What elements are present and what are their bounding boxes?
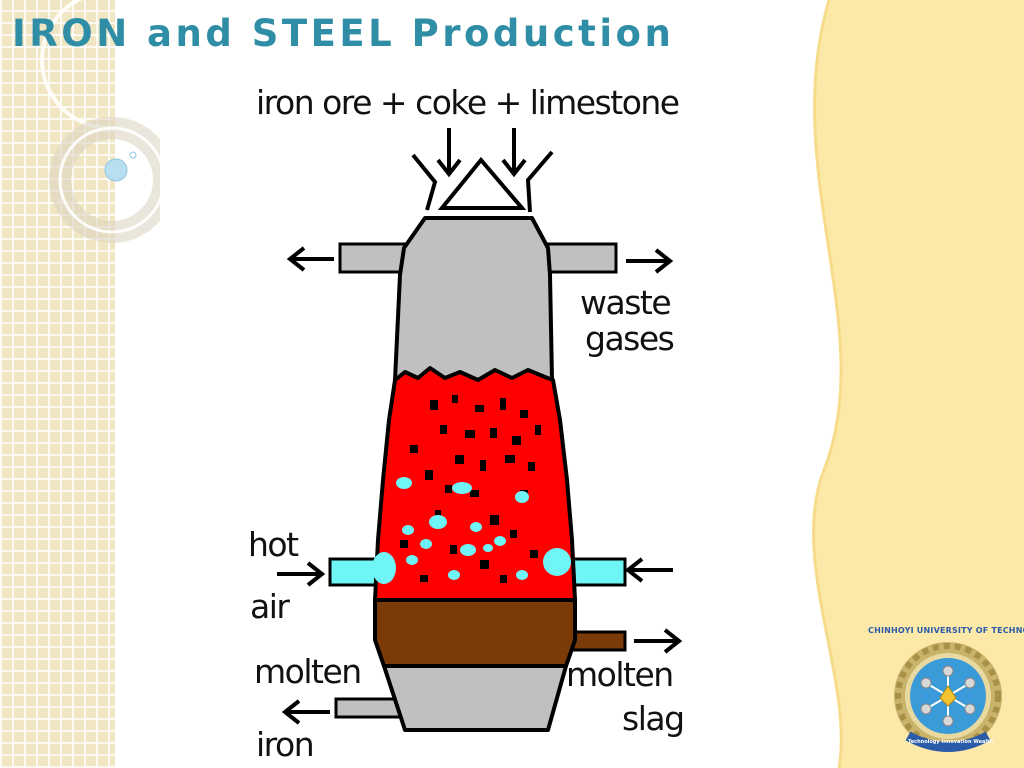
decorative-rings	[40, 0, 160, 243]
university-logo: CHINHOYI UNIVERSITY OF TECHNOLOGY Techno…	[868, 626, 1024, 768]
label-waste-gases-line1: waste	[580, 283, 672, 322]
flow-arrows	[277, 246, 683, 725]
label-molten-slag-line1: molten	[566, 655, 674, 694]
molten-slag-layer	[373, 598, 577, 668]
slide-title: IRON and STEEL Production	[12, 12, 675, 55]
label-molten-iron-line2: iron	[256, 725, 315, 764]
logo-org-name: CHINHOYI UNIVERSITY OF TECHNOLOGY	[868, 626, 1024, 635]
logo-emblem	[894, 642, 1002, 752]
logo-motto: Technology Innovation Wealth	[908, 739, 994, 745]
decorative-wave	[812, 0, 1024, 768]
hot-air-blobs	[372, 477, 571, 584]
label-hot-air-line1: hot	[248, 525, 299, 564]
label-waste-gases-line2: gases	[585, 319, 675, 358]
label-hot-air-line2: air	[250, 587, 290, 626]
furnace-hopper	[411, 150, 554, 220]
label-inputs: iron ore + coke + limestone	[256, 83, 680, 122]
input-arrows	[436, 128, 527, 178]
waste-gas-pipe-left	[338, 242, 412, 274]
waste-gas-pipe-right	[546, 242, 618, 274]
label-molten-iron-line1: molten	[254, 652, 362, 691]
label-molten-slag-line2: slag	[622, 699, 685, 738]
molten-iron-hearth	[382, 664, 568, 732]
gas-zone	[393, 216, 554, 382]
